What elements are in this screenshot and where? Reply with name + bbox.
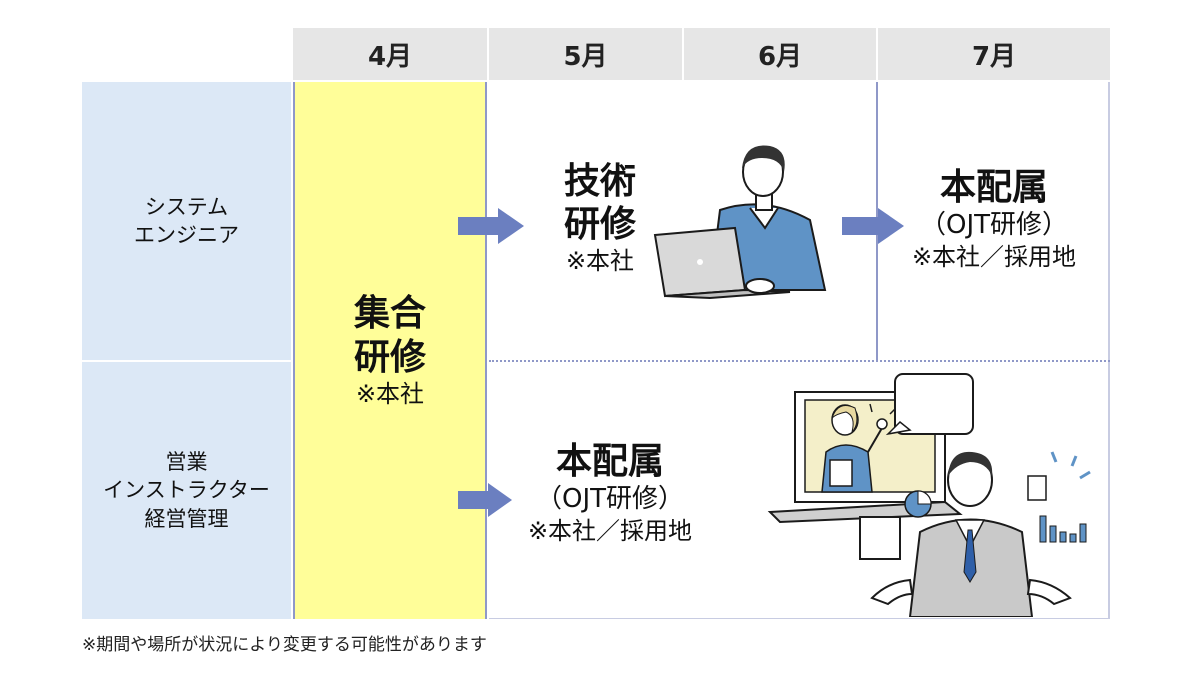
group-training-line2: 研修 [353,336,426,378]
footnote: ※期間や場所が状況により変更する可能性があります [82,635,487,655]
arrow-to-technical [458,208,524,244]
divider-right-edge [1108,82,1110,619]
technical-training-note: ※本社 [565,247,635,276]
presenter-icon [767,373,1091,617]
group-training-line1: 集合 [353,293,426,335]
placement-bottom-text: 本配属 （OJT研修） ※本社／採用地 [505,440,715,546]
arrow-to-placement-bottom [458,483,512,517]
placement-bottom-note: ※本社／採用地 [527,516,693,545]
month-header-june: 6月 [684,28,876,80]
role-system-engineer: システム エンジニア [82,82,291,360]
placement-top-sub: （OJT研修） [919,210,1068,241]
group-training-text: 集合 研修 ※本社 [354,292,426,408]
placement-top-title: 本配属 [939,167,1048,208]
role-sales: 営業 インストラクター 経営管理 [82,362,291,619]
role-label: システム エンジニア [134,194,239,247]
technical-training-text: 技術 研修 ※本社 [540,160,660,276]
month-label: 7月 [971,41,1017,72]
month-header-july: 7月 [878,28,1110,80]
divider-row-dotted [489,360,1110,362]
month-label: 6月 [757,41,803,72]
role-label: 営業 インストラクター 経営管理 [103,449,270,531]
month-header-may: 5月 [489,28,682,80]
placement-top-text: 本配属 （OJT研修） ※本社／採用地 [880,166,1108,272]
technical-training-line1: 技術 [563,161,636,202]
placement-bottom-title: 本配属 [555,441,664,482]
group-training-note: ※本社 [355,379,425,408]
group-training-cell: 集合 研修 ※本社 [293,82,487,619]
month-label: 4月 [367,41,413,72]
bottom-border [489,618,1110,619]
person-laptop-icon [653,145,827,300]
arrow-to-placement-top [842,208,904,244]
placement-bottom-sub: （OJT研修） [535,484,684,515]
placement-top-note: ※本社／採用地 [911,242,1077,271]
technical-training-line2: 研修 [563,204,636,246]
month-header-april: 4月 [293,28,487,80]
month-label: 5月 [563,41,608,72]
